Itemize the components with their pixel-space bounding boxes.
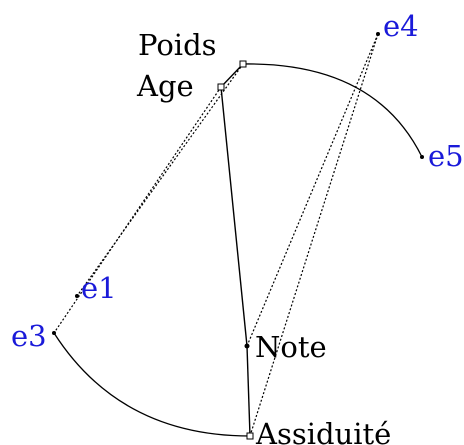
marker-assiduite <box>246 432 254 440</box>
marker-e4 <box>376 32 380 36</box>
segment-poids-age <box>220 63 244 88</box>
label-e4: e4 <box>383 9 419 43</box>
marker-e5 <box>420 155 424 159</box>
arc-poids-e5 <box>242 63 423 158</box>
dotted-ray-poids-e1 <box>76 63 244 297</box>
segment-note-assiduite <box>246 345 251 437</box>
marker-note <box>244 343 250 349</box>
marker-age <box>217 83 225 91</box>
arc-e3-assiduite <box>53 332 251 437</box>
dotted-ray-assiduite-e4 <box>249 33 379 437</box>
marker-e3 <box>52 331 56 335</box>
label-poids: Poids <box>138 28 217 62</box>
label-note: Note <box>255 330 327 364</box>
label-assiduite: Assiduité <box>255 417 391 445</box>
label-e1: e1 <box>81 271 117 305</box>
marker-e1 <box>75 294 79 298</box>
marker-poids <box>239 60 247 68</box>
label-age: Age <box>136 69 194 103</box>
label-e3: e3 <box>11 319 47 353</box>
segment-age-note <box>220 86 248 347</box>
dotted-ray-age-e3 <box>53 86 222 334</box>
dotted-ray-note-e4 <box>246 33 379 347</box>
label-e5: e5 <box>428 139 464 173</box>
